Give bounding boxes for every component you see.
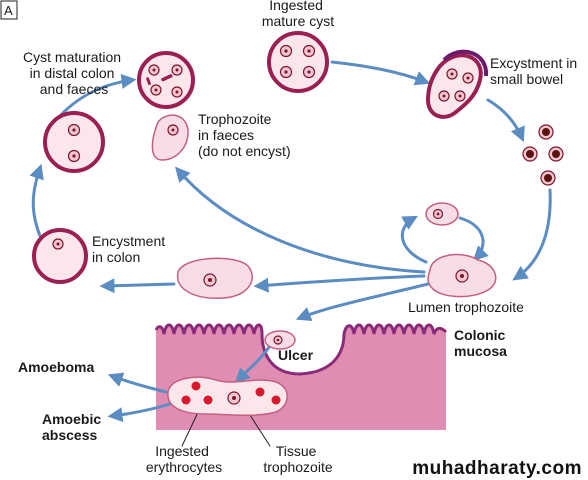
arrow-cyst-to-bowel [330,60,431,86]
invading-trophozoite [264,330,296,350]
label-amoebic-abscess: Amoebic abscess [42,411,105,443]
arrow-bowel-to-release [486,98,525,143]
ingested-mature-cyst [267,31,329,93]
faeces-trophozoite [151,114,189,161]
released-nuclei [522,124,564,186]
label-ingested-cyst: Ingested mature cyst [262,0,334,29]
life-cycle-arrows [29,60,552,447]
arrow-to-abscess [107,402,172,423]
tissue-trophozoite [167,376,288,417]
pointer-tissue [247,411,271,447]
label-ulcer: Ulcer [278,347,314,363]
dividing-trophozoite [425,202,459,226]
arrow-lumen-loop-up [400,215,428,264]
arrow-encyst-up [29,163,44,238]
arrow-lumen-to-ulcer [295,282,430,322]
encysting-cyst [32,228,88,284]
maturing-cyst-in-faeces [137,51,195,109]
arrow-lumen-loop-down [458,216,489,262]
watermark-text: muhadharaty.com [412,458,582,479]
label-ingested-erythrocytes: Ingested erythrocytes [146,443,222,475]
label-faeces-trophozoite: Trophozoite in faeces (do not encyst) [198,111,291,159]
label-encystment: Encystment in colon [92,233,169,265]
label-colonic-mucosa: Colonic mucosa [454,327,509,359]
label-cyst-maturation: Cyst maturation in distal colon and faec… [23,49,125,97]
excystment-cyst [425,49,489,119]
arrow-release-to-lumen [512,188,552,281]
panel-letter-text: A [4,3,13,18]
arrow-to-amoeboma [107,372,168,394]
labels: Ingested mature cyst Excystment in small… [18,0,581,475]
arrow-encyst-troph-to-encyst [99,278,176,294]
label-excystment: Excystment in small bowel [490,55,581,87]
arrow-maturation-up [56,73,137,120]
label-amoeboma: Amoeboma [18,359,94,375]
arrow-lumen-to-faeces-troph [175,166,426,274]
arrow-ulcer-to-tissue [234,344,272,384]
panel-letter: A [0,0,18,20]
binucleate-cyst [43,111,105,173]
label-tissue-trophozoite: Tissue trophozoite [263,443,332,475]
precyst-trophozoite [176,257,253,299]
lumen-trophozoite [427,253,497,298]
erythrocytes [181,381,281,405]
arrow-lumen-to-encyst-troph [253,274,426,293]
label-lumen-trophozoite: Lumen trophozoite [408,299,524,315]
